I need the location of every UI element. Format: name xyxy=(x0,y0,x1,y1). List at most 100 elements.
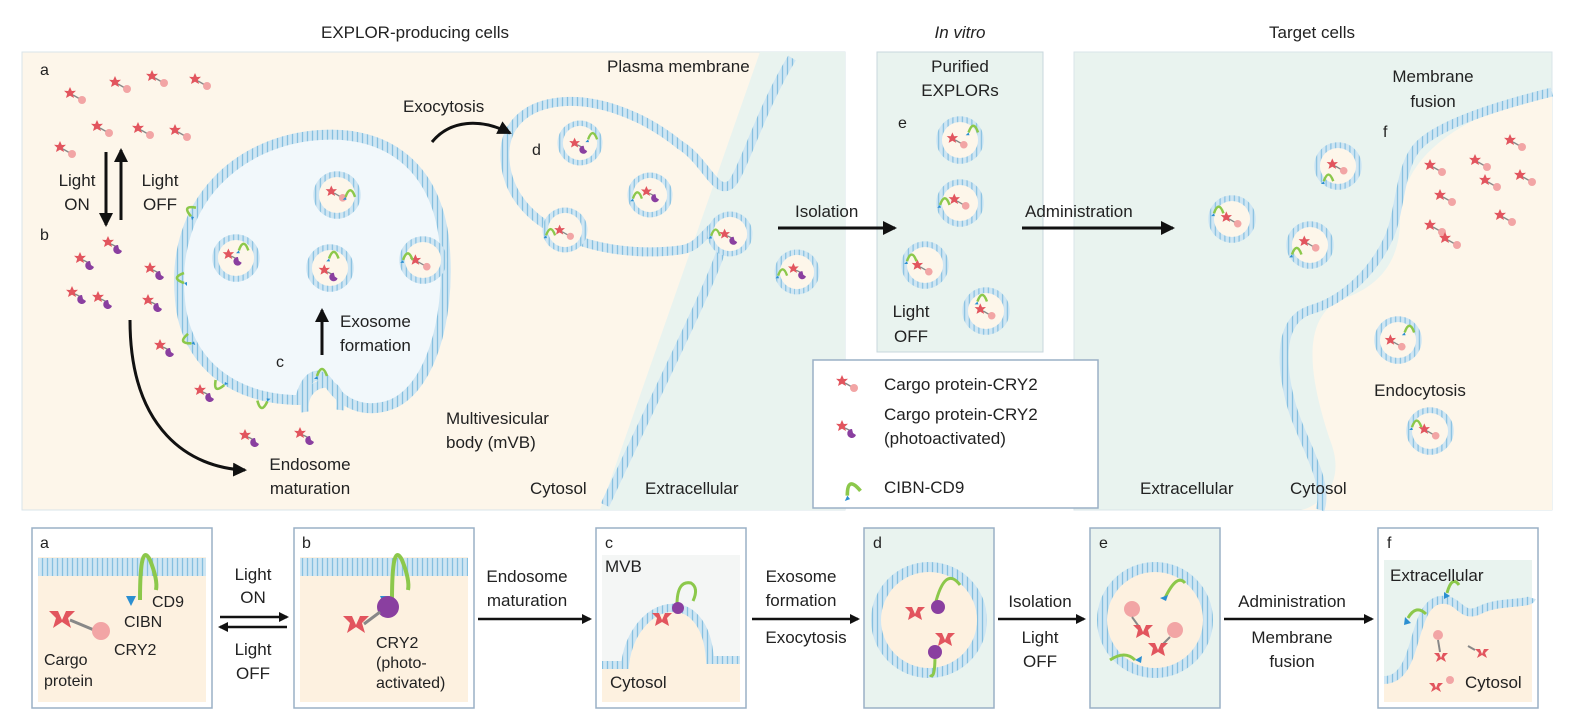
header-invitro: In vitro xyxy=(934,23,985,42)
bottom-cibn-label: CIBN xyxy=(124,614,162,631)
bottom-c-cytosol: Cytosol xyxy=(610,673,667,692)
bottom-cd9-label: CD9 xyxy=(152,594,184,611)
endosome-maturation-label: Endosome xyxy=(269,455,350,474)
pocket-vesicle xyxy=(557,120,603,166)
bottom-light-off-2: OFF xyxy=(236,664,270,683)
cytosol-right-label: Cytosol xyxy=(1290,479,1347,498)
purified-vesicle xyxy=(901,241,949,289)
released-vesicle xyxy=(774,249,820,295)
bottom-cry2-label: CRY2 xyxy=(114,642,156,659)
light-off-e-label: Light xyxy=(893,302,930,321)
purified-vesicle xyxy=(936,116,984,164)
target-cytosol-region xyxy=(1300,90,1552,510)
intraluminal-vesicle xyxy=(398,236,447,284)
bottom-b-cry2-3: activated) xyxy=(376,675,445,692)
light-on-label-2: ON xyxy=(64,195,90,214)
bottom-panel-c xyxy=(595,527,747,709)
header-target: Target cells xyxy=(1269,23,1355,42)
bottom-letter-a: a xyxy=(40,535,49,552)
bottom-administration: Administration xyxy=(1238,592,1346,611)
bottom-cargo-label-2: protein xyxy=(44,673,93,690)
light-off-e-label-2: OFF xyxy=(894,327,928,346)
legend-item-2: Cargo protein-CRY2 xyxy=(884,405,1038,424)
bottom-letter-d: d xyxy=(873,535,882,552)
bottom-light-on: Light xyxy=(235,565,272,584)
target-vesicle xyxy=(1286,221,1334,269)
panel-letter-b: b xyxy=(40,227,49,244)
purified-vesicle xyxy=(962,287,1010,335)
plasma-membrane-label: Plasma membrane xyxy=(607,57,750,76)
mvb-label-2: body (mVB) xyxy=(446,433,536,452)
bottom-f-extracellular: Extracellular xyxy=(1390,566,1484,585)
endosome-maturation-label-2: maturation xyxy=(270,479,350,498)
target-vesicle xyxy=(1314,142,1362,190)
pocket-vesicle xyxy=(627,172,673,218)
target-membrane xyxy=(1279,87,1554,512)
endocytosed-vesicle xyxy=(1374,316,1422,364)
membrane-fusion-label: Membrane xyxy=(1392,67,1473,86)
bottom-panel-d xyxy=(863,527,995,709)
endocytosis-label: Endocytosis xyxy=(1374,381,1466,400)
panel-letter-c: c xyxy=(276,354,284,371)
bottom-endosome-maturation-2: maturation xyxy=(487,591,567,610)
panel-letter-d: d xyxy=(532,142,541,159)
bottom-membrane-fusion: Membrane xyxy=(1251,628,1332,647)
exocytosed-vesicle xyxy=(707,211,753,257)
panel-letter-f: f xyxy=(1383,124,1388,141)
membrane-fusion-label-2: fusion xyxy=(1410,92,1455,111)
exosome-formation-label-2: formation xyxy=(340,336,411,355)
panel-letter-a: a xyxy=(40,62,49,79)
legend-item-2b: (photoactivated) xyxy=(884,429,1006,448)
bottom-membrane-fusion-2: fusion xyxy=(1269,652,1314,671)
exocytosis-label: Exocytosis xyxy=(403,97,484,116)
exocytosis-arrow xyxy=(430,121,512,143)
intraluminal-vesicle xyxy=(212,234,260,282)
bottom-light-off-e: Light xyxy=(1022,628,1059,647)
bottom-exosome-formation: Exosome xyxy=(766,567,837,586)
panel-letter-e: e xyxy=(898,115,907,132)
bottom-mvb-label: MVB xyxy=(605,557,642,576)
bottom-panel-f xyxy=(1377,527,1539,709)
bottom-letter-c: c xyxy=(605,535,613,552)
bottom-exosome-formation-2: formation xyxy=(766,591,837,610)
endocytosed-vesicle xyxy=(1406,407,1454,455)
exosome-formation-label: Exosome xyxy=(340,312,411,331)
light-off-label-2: OFF xyxy=(143,195,177,214)
purified-label: Purified xyxy=(931,57,989,76)
purified-vesicle xyxy=(935,179,984,227)
bottom-isolation: Isolation xyxy=(1008,592,1071,611)
bottom-endosome-maturation: Endosome xyxy=(486,567,567,586)
light-on-label: Light xyxy=(59,171,96,190)
light-off-label: Light xyxy=(142,171,179,190)
isolation-label: Isolation xyxy=(795,202,858,221)
bottom-f-cytosol: Cytosol xyxy=(1465,673,1522,692)
bottom-panel-a xyxy=(31,527,213,709)
bottom-cargo-label: Cargo xyxy=(44,652,88,669)
legend-box xyxy=(812,359,1099,509)
bottom-panel-b xyxy=(293,527,475,709)
extracellular-left-label: Extracellular xyxy=(645,479,739,498)
intraluminal-vesicle xyxy=(313,171,361,219)
bottom-light-off: Light xyxy=(235,640,272,659)
bottom-letter-f: f xyxy=(1387,535,1392,552)
pocket-vesicle xyxy=(542,207,588,253)
purified-label-2: EXPLORs xyxy=(921,81,998,100)
header-producing: EXPLOR-producing cells xyxy=(321,23,509,42)
bottom-light-off-e-2: OFF xyxy=(1023,652,1057,671)
budding-vesicle-top xyxy=(300,379,345,413)
bottom-letter-b: b xyxy=(302,535,311,552)
cytosol-left-label: Cytosol xyxy=(530,479,587,498)
administration-label: Administration xyxy=(1025,202,1133,221)
legend-item-1: Cargo protein-CRY2 xyxy=(884,375,1038,394)
bottom-exocytosis: Exocytosis xyxy=(765,628,846,647)
bottom-b-cry2-2: (photo- xyxy=(376,655,427,672)
endosome-maturation-arrow xyxy=(128,319,247,477)
bottom-panel-e xyxy=(1089,527,1221,709)
extracellular-right-label: Extracellular xyxy=(1140,479,1234,498)
bottom-letter-e: e xyxy=(1099,535,1108,552)
bottom-light-on-2: ON xyxy=(240,588,266,607)
legend-item-3: CIBN-CD9 xyxy=(884,478,964,497)
intraluminal-vesicle xyxy=(306,244,354,292)
mvb-label: Multivesicular xyxy=(446,409,549,428)
